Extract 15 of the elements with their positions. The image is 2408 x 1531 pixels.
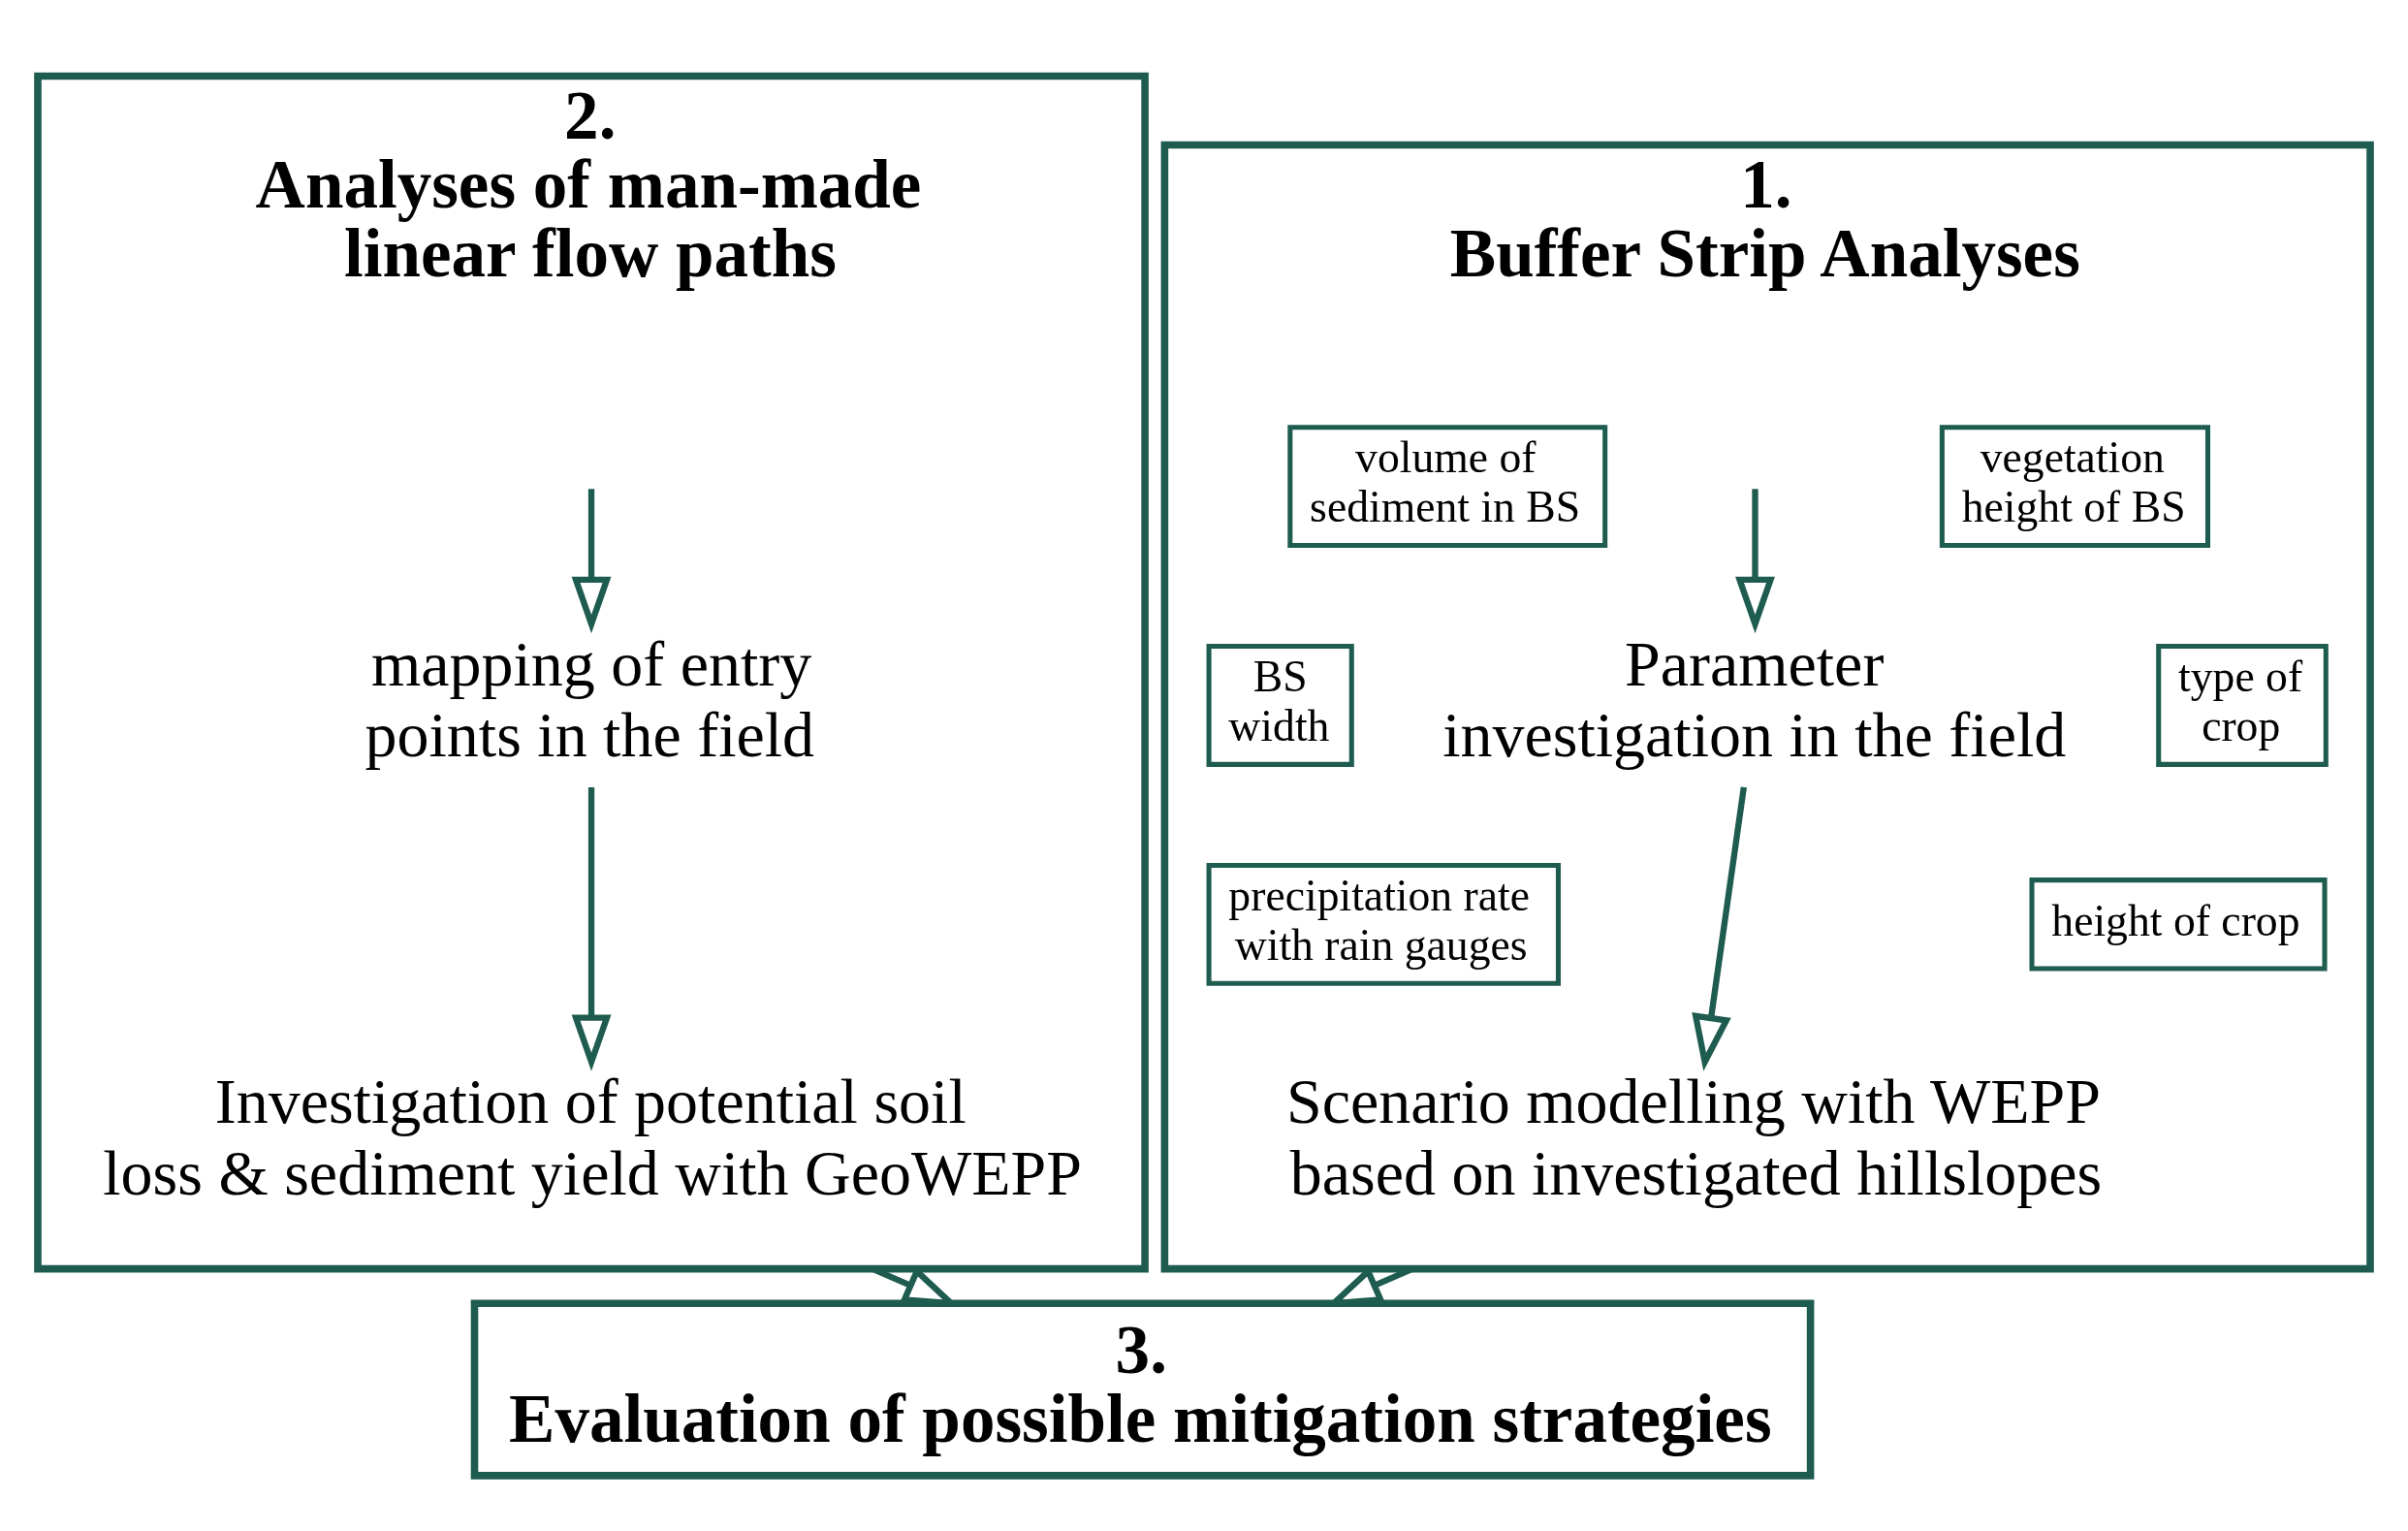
node-box: precipitation rate with rain gauges [1206,862,1561,986]
node-box: 3. Evaluation of possible mitigation strategies [470,1298,1815,1480]
arrow [1735,488,1775,633]
node-text: Parameter investigation in the field [1442,627,2067,770]
node-text: mapping of entry points in the field [364,627,815,770]
node-box: BS width [1206,643,1354,767]
node-box: height of crop [2029,877,2328,972]
node-text: Investigation of potential soil loss & sediment yield with GeoWEPP [103,1065,1082,1208]
node-box: vegetation height of BS [1939,424,2211,548]
arrow [571,488,612,633]
node-text: Scenario modelling with WEPP based on investigated hillslopes [1286,1065,2103,1208]
node-box: type of crop [2156,643,2329,767]
node-box: volume of sediment in BS [1287,424,1608,548]
arrow [571,786,612,1071]
arrow [1692,785,1747,1071]
